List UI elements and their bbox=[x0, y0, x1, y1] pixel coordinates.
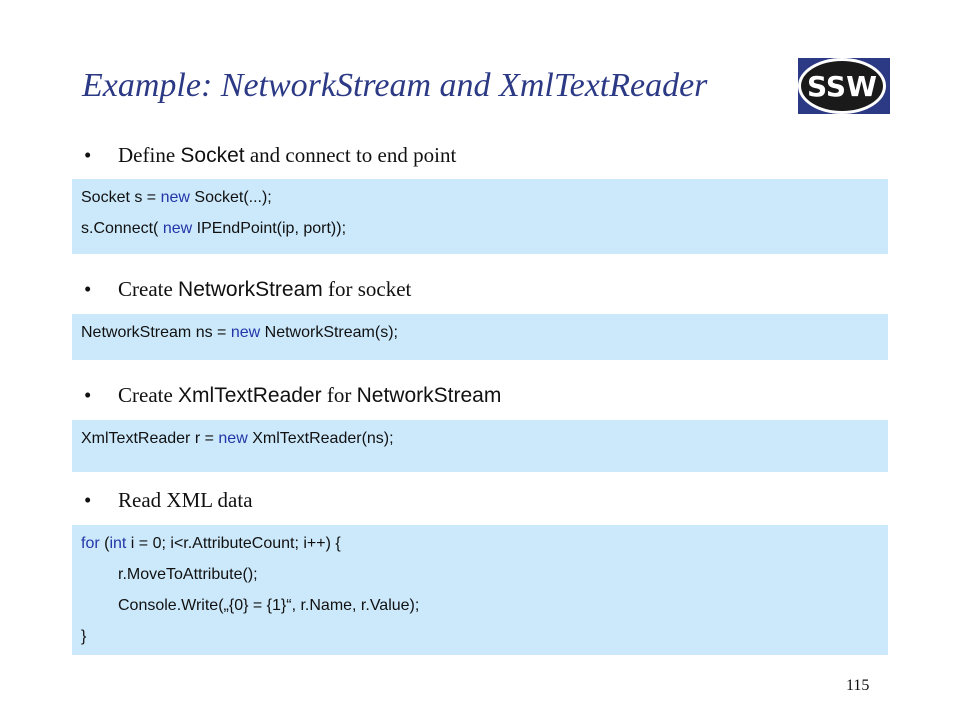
code-text: Socket s = bbox=[81, 189, 161, 206]
code-text: NetworkStream(s); bbox=[260, 324, 398, 341]
code-keyword: new bbox=[162, 220, 193, 237]
code-text: r.MoveToAttribute(); bbox=[118, 566, 258, 583]
code-keyword: for bbox=[81, 535, 100, 552]
code-text: XmlTextReader(ns); bbox=[247, 430, 394, 447]
bullet-text-pre: Create bbox=[118, 277, 179, 301]
bullet-icon: • bbox=[84, 383, 92, 407]
ssw-logo: SSW bbox=[798, 58, 890, 114]
bullet-read-xml-data: • Read XML data bbox=[84, 485, 253, 515]
bullet-text-code: Socket bbox=[180, 144, 245, 167]
code-line: for (int i = 0; i<r.AttributeCount; i++)… bbox=[81, 528, 888, 559]
bullet-create-networkstream: • Create NetworkStream for socket bbox=[84, 274, 411, 305]
bullet-text-code: NetworkStream bbox=[356, 384, 502, 407]
code-line: s.Connect( new IPEndPoint(ip, port)); bbox=[81, 213, 888, 244]
code-text: IPEndPoint(ip, port)); bbox=[192, 220, 347, 237]
code-block-read-loop: for (int i = 0; i<r.AttributeCount; i++)… bbox=[72, 525, 888, 655]
code-text: Socket(...); bbox=[189, 189, 272, 206]
code-block-socket: Socket s = new Socket(...); s.Connect( n… bbox=[72, 179, 888, 254]
code-text: ( bbox=[99, 535, 110, 552]
code-text: i = 0; i<r.AttributeCount; i++) { bbox=[126, 535, 341, 552]
code-keyword: new bbox=[230, 324, 261, 341]
bullet-text-pre: Read XML data bbox=[118, 488, 253, 512]
bullet-define-socket: • Define Socket and connect to end point bbox=[84, 140, 456, 171]
code-keyword: new bbox=[218, 430, 248, 447]
bullet-text-code: NetworkStream bbox=[178, 278, 323, 301]
bullet-icon: • bbox=[84, 277, 92, 301]
code-keyword: new bbox=[160, 189, 190, 206]
bullet-text-code: XmlTextReader bbox=[178, 384, 322, 407]
code-block-networkstream: NetworkStream ns = new NetworkStream(s); bbox=[72, 314, 888, 360]
bullet-create-xmltextreader: • Create XmlTextReader for NetworkStream bbox=[84, 380, 501, 411]
bullet-text-post: and connect to end point bbox=[244, 143, 457, 167]
bullet-icon: • bbox=[84, 488, 92, 512]
code-text: NetworkStream ns = bbox=[81, 324, 231, 341]
code-line: r.MoveToAttribute(); bbox=[81, 559, 888, 590]
bullet-text-pre: Create bbox=[118, 383, 179, 407]
code-line: Console.Write(„{0} = {1}“, r.Name, r.Val… bbox=[81, 590, 888, 621]
code-text: XmlTextReader r = bbox=[81, 430, 219, 447]
code-line: Socket s = new Socket(...); bbox=[81, 182, 888, 213]
code-line: NetworkStream ns = new NetworkStream(s); bbox=[81, 317, 888, 348]
code-text: Console.Write(„{0} = {1}“, r.Name, r.Val… bbox=[118, 597, 420, 614]
bullet-text-pre: Define bbox=[118, 143, 181, 167]
code-text: s.Connect( bbox=[81, 220, 163, 237]
code-block-xmltextreader: XmlTextReader r = new XmlTextReader(ns); bbox=[72, 420, 888, 472]
page-number: 115 bbox=[846, 677, 870, 694]
bullet-text-post: for socket bbox=[322, 277, 412, 301]
logo-text: SSW bbox=[807, 70, 877, 103]
code-line: XmlTextReader r = new XmlTextReader(ns); bbox=[81, 423, 888, 454]
bullet-icon: • bbox=[84, 143, 92, 167]
code-text: } bbox=[81, 628, 87, 645]
slide-title: Example: NetworkStream and XmlTextReader bbox=[82, 67, 708, 104]
code-keyword: int bbox=[109, 535, 127, 552]
code-line: } bbox=[81, 621, 888, 652]
ssw-logo-icon: SSW bbox=[798, 58, 890, 114]
logo-ellipse-inner bbox=[801, 61, 883, 111]
bullet-text-mid: for bbox=[321, 383, 357, 407]
